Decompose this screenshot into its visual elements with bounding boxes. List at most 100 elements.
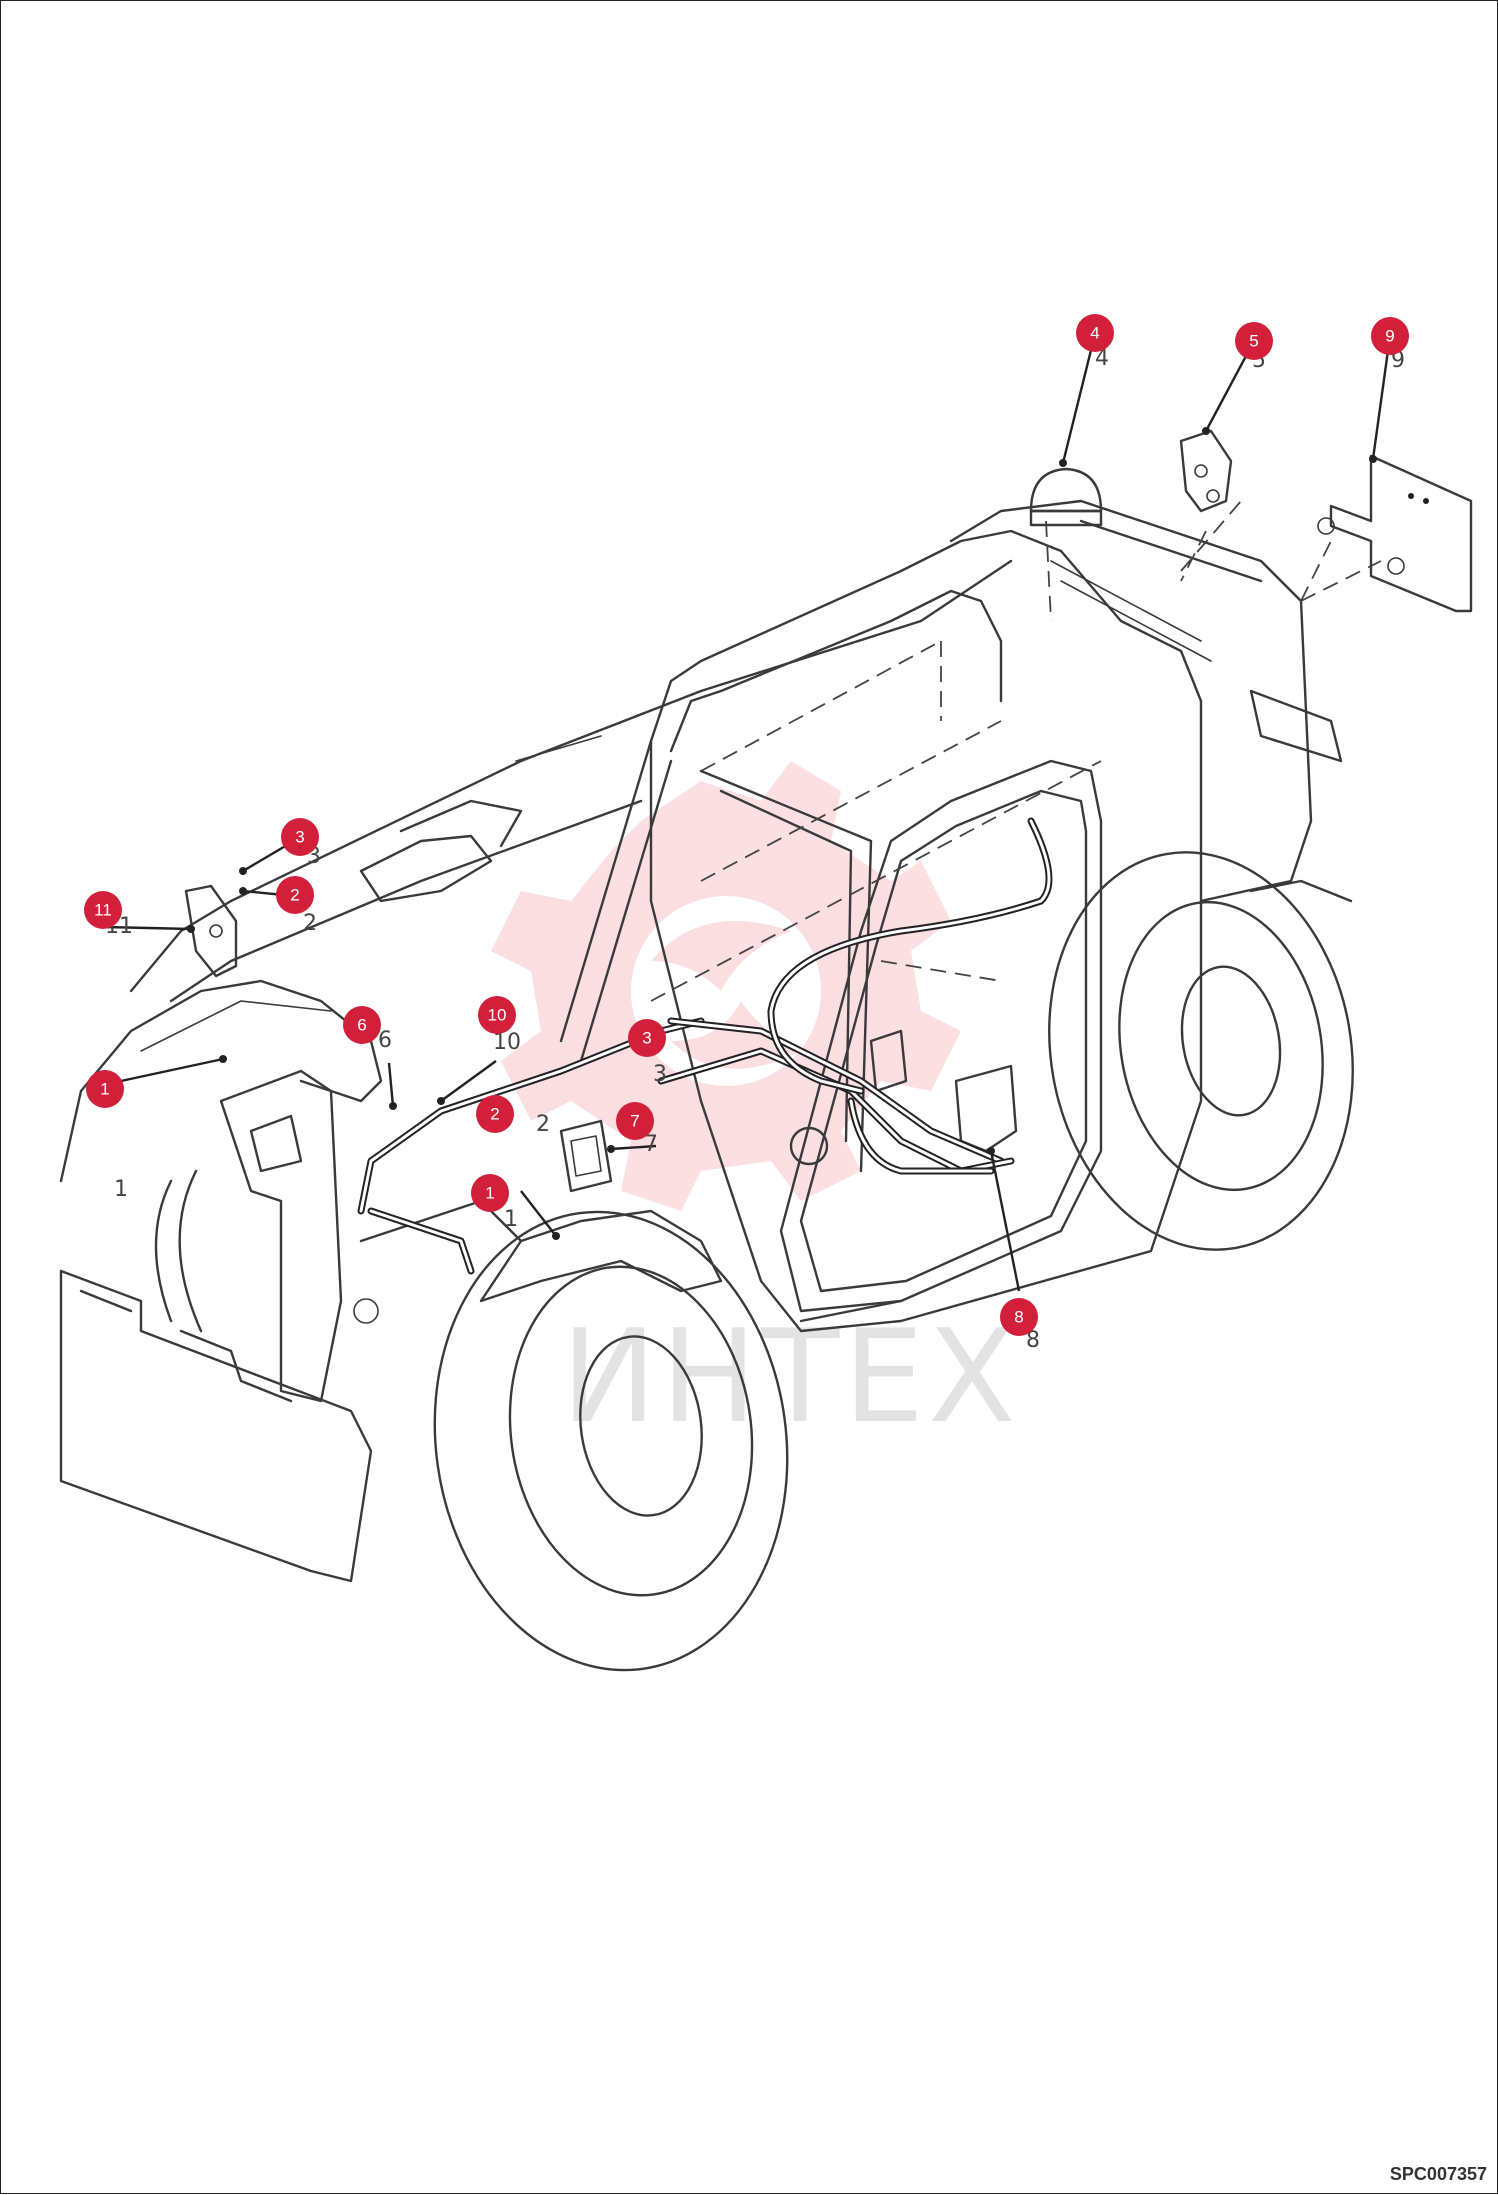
drawing-number: 1 [504,1207,518,1232]
switch-unit [954,1064,1018,1153]
boom-top-edge [129,559,1013,993]
svg-text:1: 1 [100,1080,109,1099]
switch-bracket-inner [570,1135,602,1177]
leader-lines [104,333,1392,1292]
rear-wheel-hub [1180,965,1282,1117]
callout-badge[interactable]: 11 [84,891,122,929]
cab-door-inner [799,789,1088,1293]
light-bracket [184,884,238,978]
parts [184,429,1473,1275]
svg-text:1: 1 [485,1184,494,1203]
callout-badge[interactable]: 2 [476,1095,514,1133]
bracket-hole-2 [1206,489,1220,503]
drawing-number: 4 [1095,346,1109,371]
callout-badge[interactable]: 4 [1076,314,1114,352]
svg-text:11: 11 [94,901,112,920]
rear-mudguard [1249,879,1353,903]
door-handle [789,1126,829,1166]
callout-badge[interactable]: 7 [616,1102,654,1140]
front-wheel-right-rim [508,1265,754,1597]
cab-pillar-front-inner [579,759,673,1063]
hidden-line-7 [1300,560,1382,602]
drawing-number: 7 [644,1132,658,1157]
cab-window-frame [699,769,873,1173]
watermark-logo [491,761,961,1211]
watermark-text: ИНТЕХ [561,1303,1020,1452]
boom-seam [515,735,602,762]
boom-lower-edge [169,799,643,1003]
svg-text:2: 2 [490,1105,499,1124]
callout-badge[interactable]: 1 [471,1174,509,1212]
rear-wheel-tyre [1048,851,1354,1251]
switch-bracket [559,1119,613,1193]
callout-badge[interactable]: 2 [276,876,314,914]
connector-block [869,1029,908,1093]
callout-badge[interactable]: 6 [343,1006,381,1044]
plate-bolt-2 [1387,557,1405,575]
chassis-step [799,1299,903,1323]
plate-dot [1408,493,1414,499]
bracket-hole [1194,464,1208,478]
front-wheel-left-arc [154,1179,173,1323]
svg-text:8: 8 [1014,1308,1023,1327]
svg-text:2: 2 [290,886,299,905]
hidden-line-2 [700,720,1002,882]
rear-handle [1249,689,1343,763]
drawing-number: 3 [653,1062,667,1087]
hood-panel-back [399,799,523,848]
callout-badge[interactable]: 10 [478,996,516,1034]
mudguard-left-inner [140,1000,332,1052]
svg-text:5: 5 [1249,332,1258,351]
carriage-slot [249,1114,303,1173]
plate-bolt-1 [1317,517,1335,535]
callout-badge[interactable]: 5 [1235,322,1273,360]
drawing-number: 1 [114,1177,128,1202]
callout-badge[interactable]: 8 [1000,1298,1038,1336]
bucket-rib [179,1329,293,1403]
beacon-lamp [1029,467,1103,513]
cab-pillar-front [559,739,653,1043]
chassis-bolt [353,1298,379,1324]
hidden-line-4 [880,960,1002,982]
hidden-line-8 [1300,540,1332,602]
bucket-lip [79,1289,133,1313]
drawing-number: 2 [303,911,317,936]
beacon-bracket [1179,429,1233,513]
rear-vent [1050,560,1202,642]
rear-wheel-rim [1118,900,1324,1192]
drawing-number: 6 [378,1028,392,1053]
cab-frame-inner-top [669,589,1003,753]
svg-text:3: 3 [642,1029,651,1048]
cab-door [779,759,1103,1313]
svg-text:6: 6 [357,1016,366,1035]
callout-badge[interactable]: 3 [281,818,319,856]
rear-hood [949,499,1313,903]
svg-text:10: 10 [488,1006,507,1025]
callout-badge[interactable]: 3 [628,1019,666,1057]
svg-text:3: 3 [295,828,304,847]
light-bracket-hole [209,924,223,938]
drawing-code: SPC007357 [1389,2164,1487,2184]
hidden-line-3 [650,760,1102,1002]
rear-hood-ridge [1079,519,1263,583]
svg-text:9: 9 [1385,327,1394,346]
callout-badge[interactable]: 9 [1371,317,1409,355]
svg-text:4: 4 [1090,324,1099,343]
callout-badge[interactable]: 1 [86,1070,124,1108]
front-wheel-right-hub [579,1335,703,1517]
hidden-line-10 [1180,530,1207,582]
front-wheel-right-tyre [433,1210,789,1672]
hidden-line-1 [700,640,942,772]
front-bucket [59,1269,373,1583]
drawing-number: 8 [1026,1328,1040,1353]
beacon-base [1029,509,1103,527]
wiring-harness [357,817,1053,1275]
drawing-number: 2 [536,1112,550,1137]
carriage-plate [219,1069,343,1403]
cab-window-inner [719,789,853,1143]
callout-badges: 4 5 9 3 2 11 6 10 3 1 2 7 1 8 [84,314,1409,1336]
hidden-line-6 [1180,500,1242,572]
cab-frame-outer [649,529,1203,1333]
